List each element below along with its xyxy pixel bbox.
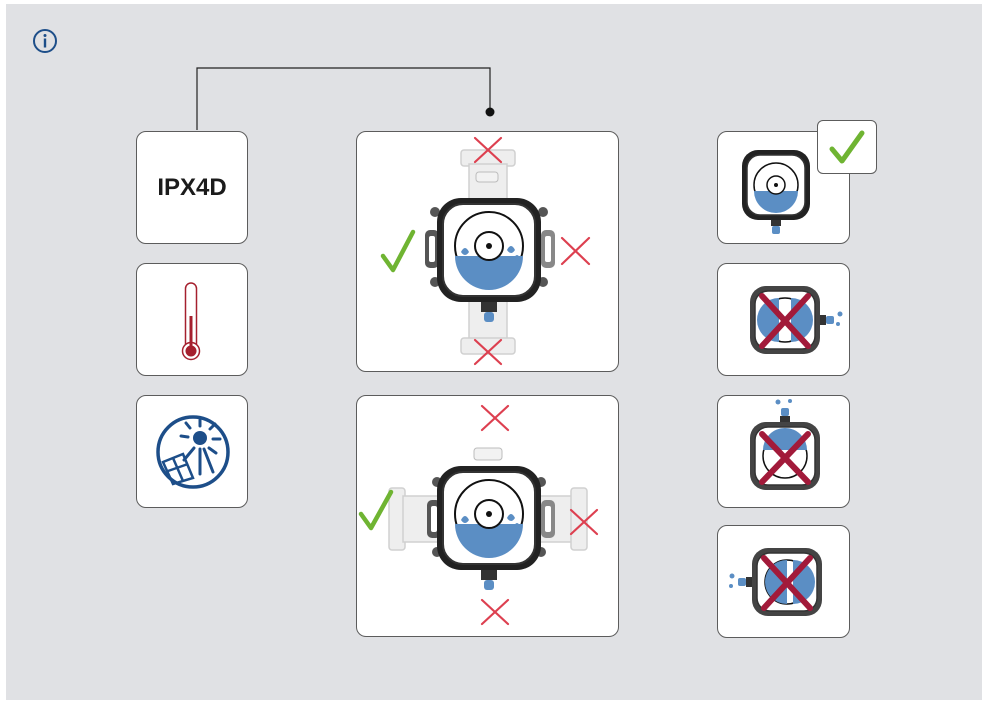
check-mark-icon bbox=[829, 130, 865, 164]
orientation-forbidden-card-3 bbox=[717, 525, 850, 638]
allowed-badge bbox=[817, 120, 877, 174]
check-mark-icon bbox=[380, 229, 416, 273]
pump-horizontal-installation-illustration bbox=[358, 404, 599, 626]
orientation-forbidden-card-2 bbox=[717, 395, 850, 508]
check-mark-icon bbox=[358, 489, 394, 531]
sun-protection-icon bbox=[156, 415, 230, 489]
horizontal-pipe-orientation-card bbox=[356, 395, 619, 637]
orientation-forbidden-card-1 bbox=[717, 263, 850, 376]
cross-mark-icon bbox=[480, 404, 599, 626]
cross-mark-icon bbox=[473, 136, 591, 366]
ip-rating-label: IPX4D bbox=[157, 173, 227, 201]
sun-protection-card bbox=[136, 395, 248, 508]
ip-rating-card: IPX4D bbox=[136, 131, 248, 244]
cross-mark-icon bbox=[759, 431, 811, 485]
pump-head-cable-down-illustration bbox=[742, 150, 810, 234]
cross-mark-icon bbox=[759, 293, 811, 349]
pump-head-cable-left-illustration bbox=[729, 548, 822, 616]
thermometer-icon bbox=[181, 282, 201, 361]
cross-mark-icon bbox=[761, 555, 813, 611]
info-icon[interactable] bbox=[32, 28, 58, 54]
pump-head-cable-up-illustration bbox=[750, 399, 820, 490]
pump-head-cable-right-illustration bbox=[750, 286, 843, 354]
pump-vertical-installation-illustration bbox=[380, 136, 591, 366]
vertical-pipe-orientation-card bbox=[356, 131, 619, 372]
temperature-card bbox=[136, 263, 248, 376]
